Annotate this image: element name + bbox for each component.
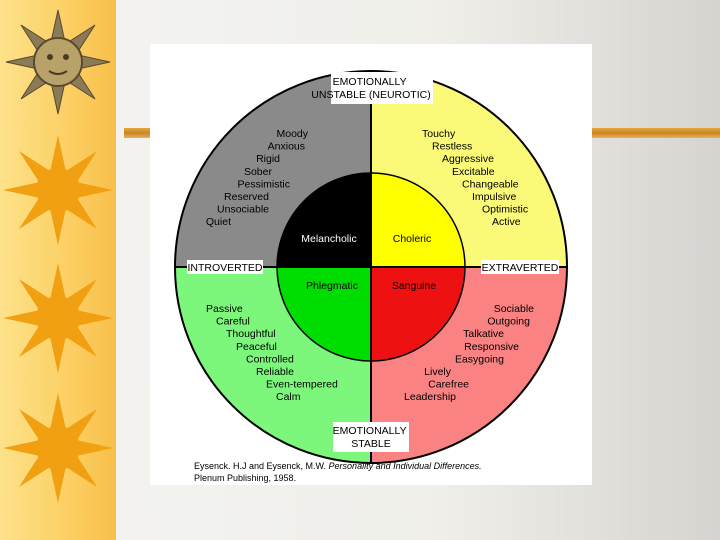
trait-label: Active <box>492 216 521 228</box>
temperament-diagram-card: EMOTIONALLY UNSTABLE (NEUROTIC) EMOTIONA… <box>150 44 592 485</box>
trait-label: Restless <box>432 141 472 153</box>
traits-melancholic: MoodyAnxiousRigidSoberPessimisticReserve… <box>206 128 309 228</box>
trait-label: Anxious <box>268 141 305 153</box>
traits-sanguine: SociableOutgoingTalkativeResponsiveEasyg… <box>404 303 534 403</box>
trait-label: Easygoing <box>455 353 504 365</box>
trait-label: Sober <box>244 166 273 178</box>
trait-label: Reliable <box>256 366 294 378</box>
trait-label: Outgoing <box>487 316 530 328</box>
sun-face-icon <box>5 9 111 115</box>
trait-label: Rigid <box>256 153 280 165</box>
trait-label: Lively <box>424 366 452 378</box>
inner-quadrant-melancholic <box>277 173 371 267</box>
inner-quadrant-choleric <box>371 173 465 267</box>
trait-label: Aggressive <box>442 153 494 165</box>
trait-label: Controlled <box>246 353 294 365</box>
trait-label: Thoughtful <box>226 328 276 340</box>
temperament-circle-diagram: EMOTIONALLY UNSTABLE (NEUROTIC) EMOTIONA… <box>173 69 569 483</box>
citation-line-2: Plenum Publishing, 1958. <box>194 473 296 483</box>
sun-icon <box>3 135 113 245</box>
trait-label: Peaceful <box>236 341 277 353</box>
trait-label: Leadership <box>404 391 456 403</box>
trait-label: Calm <box>276 391 301 403</box>
trait-label: Careful <box>216 316 250 328</box>
trait-label: Quiet <box>206 216 231 228</box>
decorative-sidebar <box>0 0 116 540</box>
trait-label: Excitable <box>452 166 495 178</box>
trait-label: Moody <box>276 128 308 140</box>
phlegmatic-label: Phlegmatic <box>306 280 358 292</box>
trait-label: Sociable <box>494 303 534 315</box>
inner-quadrant-sanguine <box>371 267 465 361</box>
trait-label: Unsociable <box>217 204 269 216</box>
right-axis-label: EXTRAVERTED <box>482 262 559 274</box>
trait-label: Touchy <box>422 128 456 140</box>
bottom-axis-label: EMOTIONALLY STABLE <box>333 425 410 450</box>
trait-label: Changeable <box>462 178 519 190</box>
traits-phlegmatic: PassiveCarefulThoughtfulPeacefulControll… <box>206 303 338 403</box>
trait-label: Reserved <box>224 191 269 203</box>
trait-label: Carefree <box>428 379 469 391</box>
trait-label: Passive <box>206 303 243 315</box>
citation-line-1: Eysenck. H.J and Eysenck, M.W. Personali… <box>194 461 482 471</box>
trait-label: Responsive <box>464 341 519 353</box>
trait-label: Pessimistic <box>237 178 290 190</box>
left-axis-label: INTROVERTED <box>187 262 262 274</box>
trait-label: Talkative <box>463 328 504 340</box>
trait-label: Optimistic <box>482 204 528 216</box>
top-axis-label: EMOTIONALLY UNSTABLE (NEUROTIC) <box>311 76 430 101</box>
traits-choleric: TouchyRestlessAggressiveExcitableChangea… <box>422 128 528 228</box>
sun-icon <box>3 393 113 503</box>
melancholic-label: Melancholic <box>301 233 356 245</box>
choleric-label: Choleric <box>393 233 432 245</box>
sun-icon <box>3 263 113 373</box>
trait-label: Impulsive <box>472 191 517 203</box>
inner-quadrant-phlegmatic <box>277 267 371 361</box>
sanguine-label: Sanguine <box>392 280 437 292</box>
trait-label: Even-tempered <box>266 379 338 391</box>
